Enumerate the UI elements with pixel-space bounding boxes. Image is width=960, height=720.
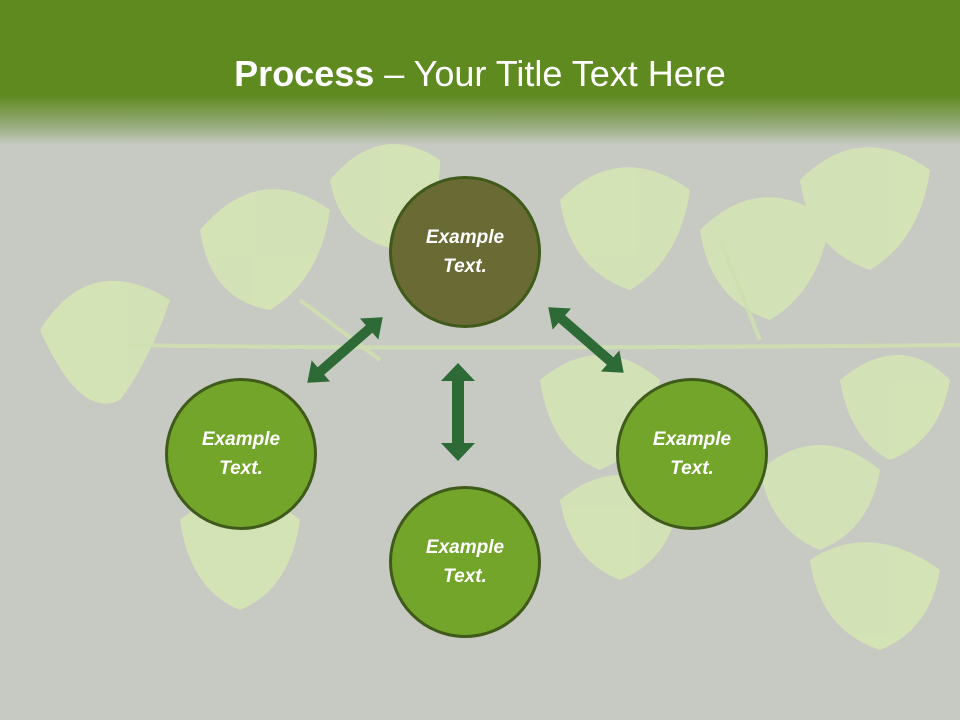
node-left-label: Example Text. <box>201 429 281 479</box>
node-right: Example Text. <box>616 378 768 530</box>
double-arrow-icon <box>548 307 624 373</box>
title-bold-text: Process <box>234 53 375 94</box>
node-left: Example Text. <box>165 378 317 530</box>
node-bottom: Example Text. <box>389 486 541 638</box>
node-bottom-label: Example Text. <box>425 537 505 587</box>
node-right-label: Example Text. <box>652 429 732 479</box>
double-arrow-icon <box>307 317 383 383</box>
double-arrow-icon <box>441 363 475 461</box>
title-header-band: Process – Your Title Text Here <box>0 0 960 145</box>
slide-title: Process – Your Title Text Here <box>0 52 960 96</box>
node-top: Example Text. <box>389 176 541 328</box>
node-top-label: Example Text. <box>425 227 505 277</box>
title-rest-text: – Your Title Text Here <box>374 53 726 94</box>
